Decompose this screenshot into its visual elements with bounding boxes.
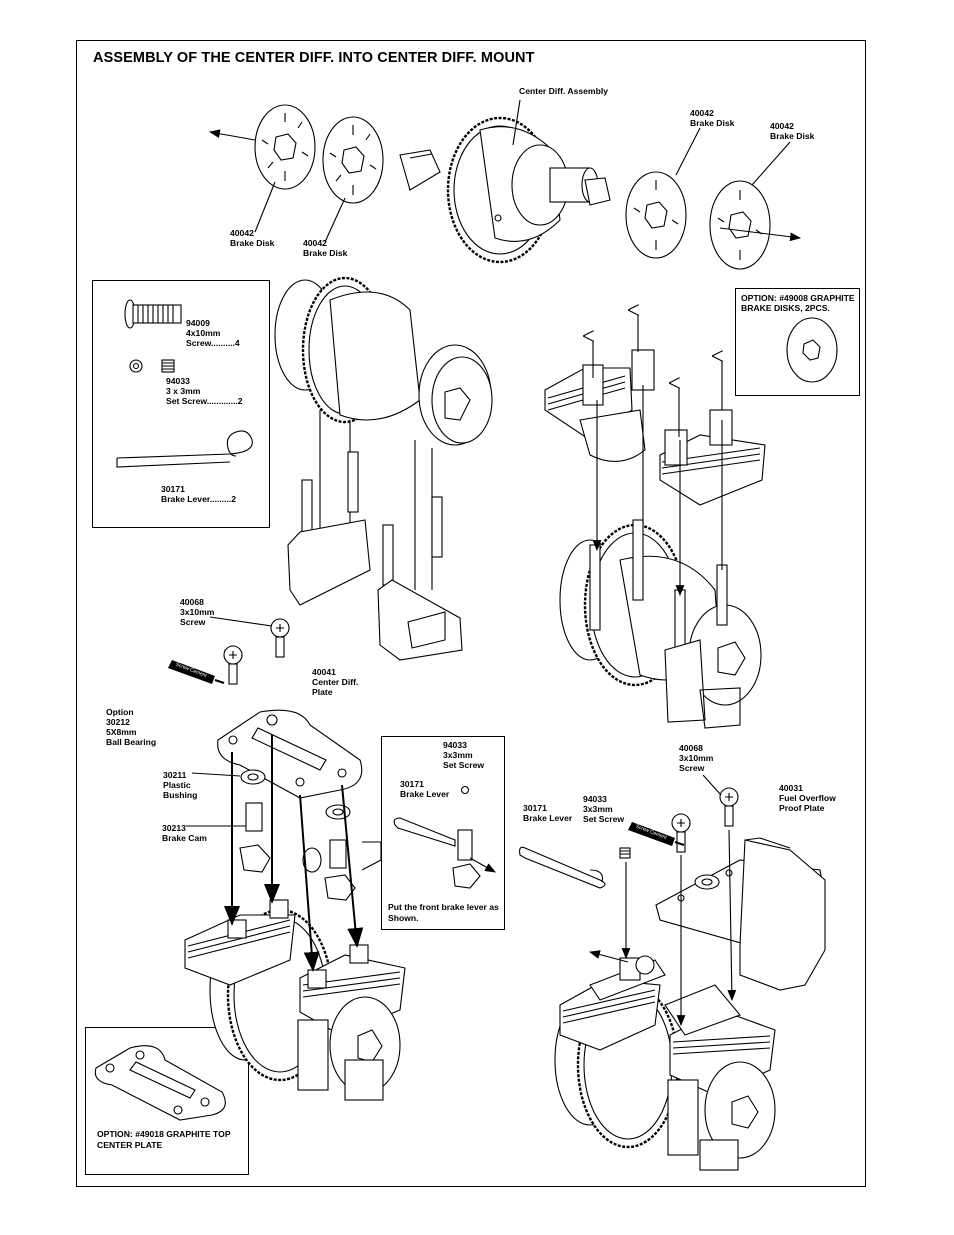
brake-disk-top-right-1 — [625, 171, 687, 259]
center-diff-assembly-top — [399, 116, 611, 264]
option-graphite-disks-box — [735, 288, 860, 396]
option-top-plate-box — [85, 1027, 249, 1175]
graphite-top-plate-drawing — [94, 1045, 226, 1121]
graphite-brake-disk-drawing — [786, 317, 838, 383]
screw-cement-tag-right — [628, 822, 685, 846]
fuel-overflow-plate-assembly — [519, 774, 826, 1171]
brake-disk-top-middle — [322, 116, 384, 204]
front-lever-inset-box — [381, 736, 505, 930]
screw-94009-drawing — [124, 299, 182, 329]
diff-mount-left-assembly — [274, 276, 493, 661]
screw-cement-tag-left — [168, 660, 225, 684]
page-frame — [76, 40, 866, 1187]
set-screw-ring-drawing — [129, 359, 143, 373]
front-lever-inset-drawing — [393, 785, 496, 889]
page-title: ASSEMBLY OF THE CENTER DIFF. INTO CENTER… — [93, 50, 535, 66]
diff-mount-right-assembly — [544, 349, 766, 729]
label-option-top-plate: OPTION: #49018 GRAPHITE TOP CENTER PLATE — [97, 1129, 231, 1150]
parts-list-box — [92, 280, 270, 528]
label-center-diff-assembly: Center Diff. Assembly — [519, 86, 608, 96]
brake-lever-30171-drawing — [116, 430, 253, 468]
label-inset-note: Put the front brake lever as Shown. — [388, 902, 499, 923]
brake-disk-top-right-2 — [709, 180, 771, 270]
screws-and-plate-left — [184, 616, 406, 1101]
brake-disk-top-left — [254, 104, 316, 190]
